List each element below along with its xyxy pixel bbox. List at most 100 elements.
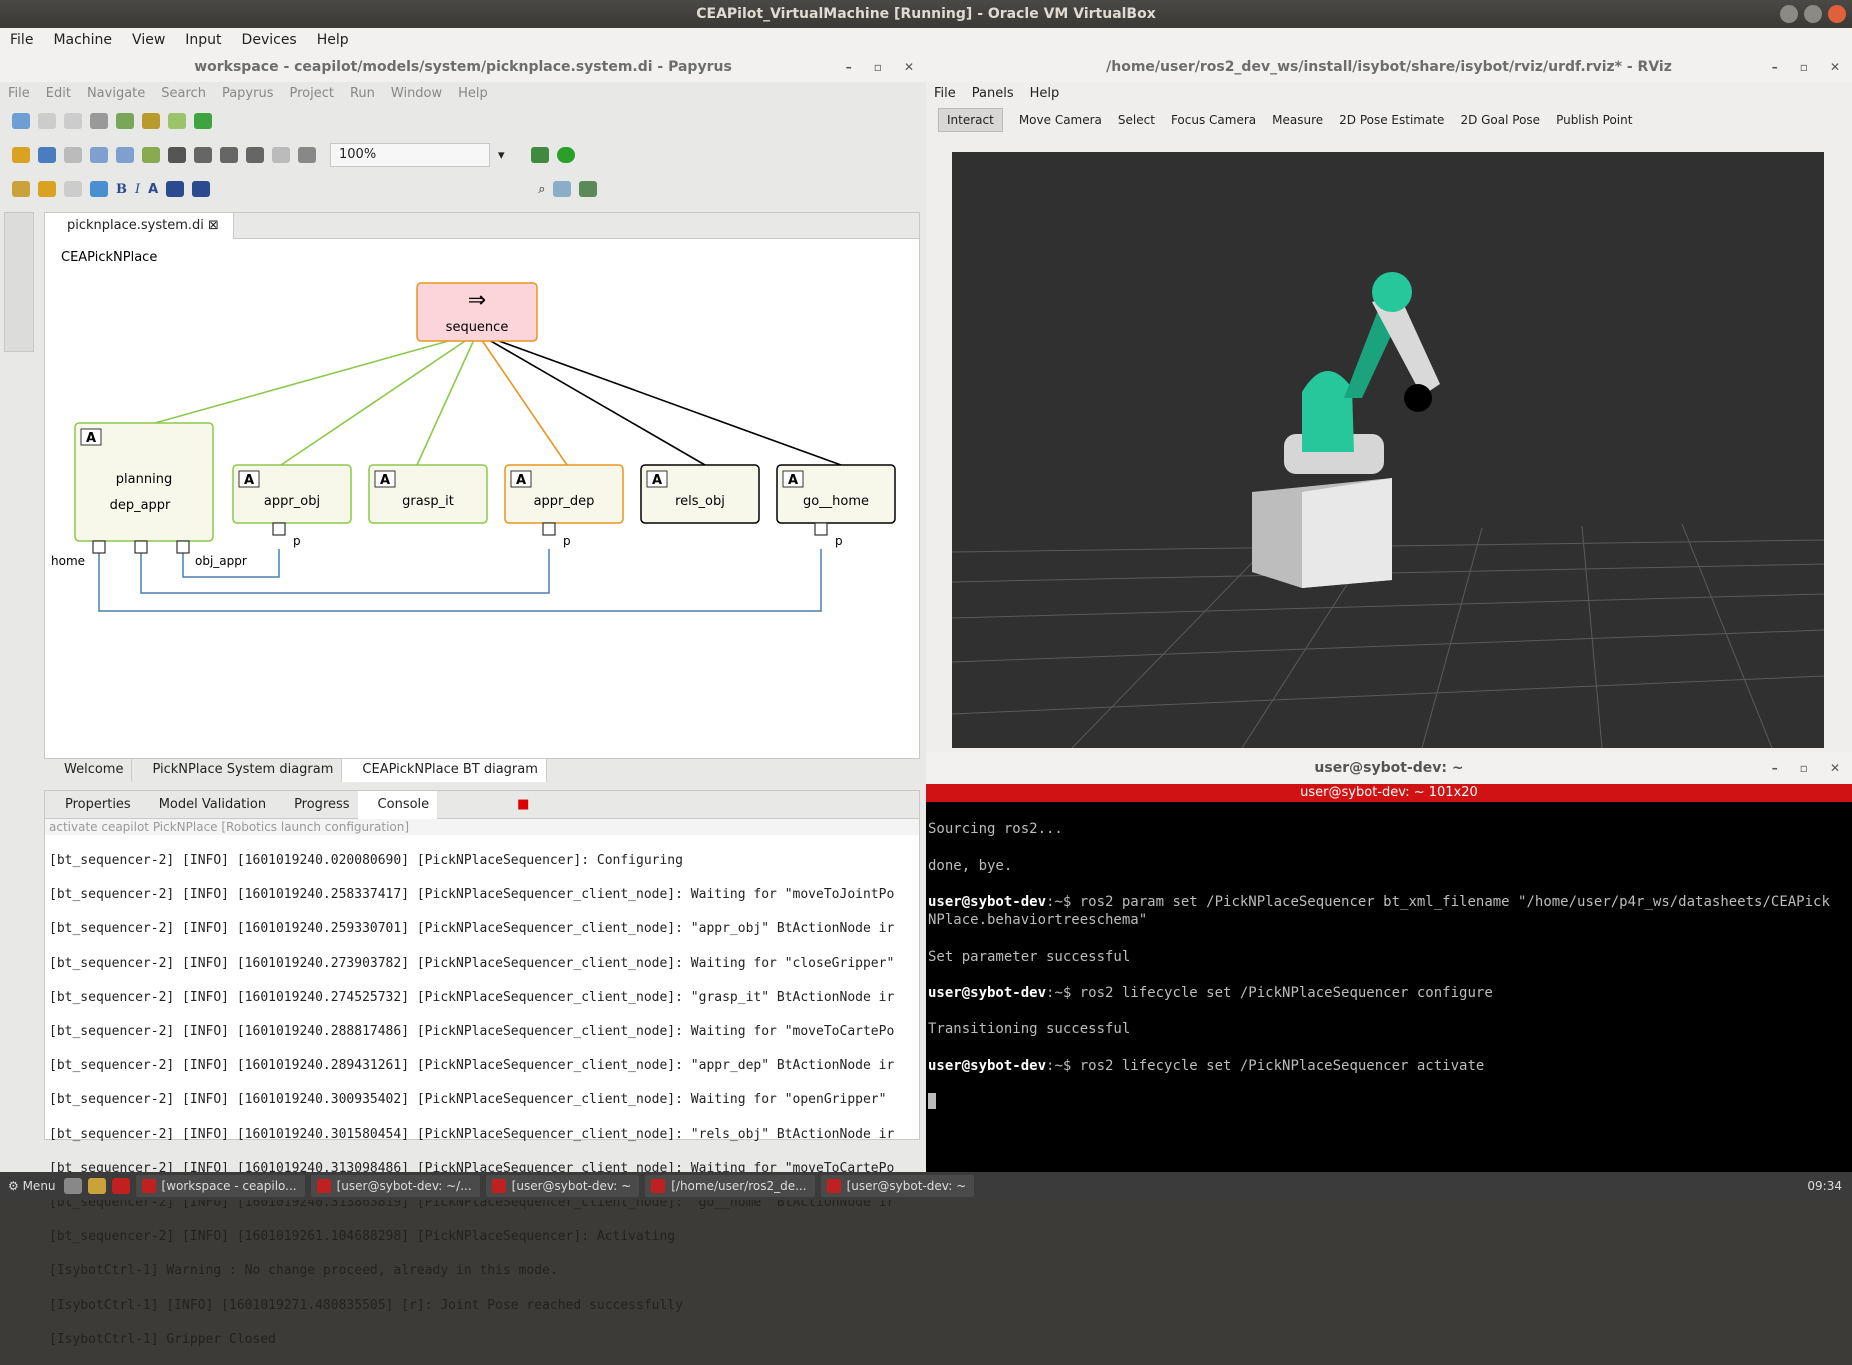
- task-terminal-2[interactable]: [user@sybot-dev: ~: [486, 1175, 640, 1197]
- black-edges: [477, 333, 841, 465]
- save-all-icon[interactable]: [64, 113, 82, 129]
- task-papyrus[interactable]: [workspace - ceapilo...: [136, 1175, 305, 1197]
- zoom-select[interactable]: 100%: [330, 143, 490, 167]
- minimize-icon[interactable]: –: [1772, 52, 1778, 82]
- minimize-icon[interactable]: –: [1772, 752, 1778, 784]
- tab-console[interactable]: Console: [358, 791, 438, 819]
- align-icon[interactable]: [90, 147, 108, 163]
- select-icon[interactable]: [194, 147, 212, 163]
- minimize-button[interactable]: [1780, 5, 1798, 23]
- tab-bt-diagram[interactable]: CEAPickNPlace BT diagram: [342, 759, 547, 782]
- rmenu-panels[interactable]: Panels: [964, 86, 1022, 101]
- run-icon[interactable]: [557, 147, 575, 163]
- tool-publish-point[interactable]: Publish Point: [1556, 113, 1632, 127]
- pmenu-project[interactable]: Project: [281, 86, 341, 101]
- tool-focus-camera[interactable]: Focus Camera: [1171, 113, 1256, 127]
- menu-button[interactable]: ⚙ Menu: [0, 1179, 64, 1193]
- rviz-3d-view[interactable]: [952, 152, 1824, 748]
- editor-tab[interactable]: picknplace.system.di ⊠: [45, 213, 234, 239]
- copy-icon[interactable]: [64, 147, 82, 163]
- export-icon[interactable]: [90, 181, 108, 197]
- snap-icon[interactable]: [272, 147, 290, 163]
- diagram-canvas[interactable]: CEAPickNPlace ⇒ sequence planning dep_ap…: [45, 243, 905, 761]
- tab-system-diagram[interactable]: PickNPlace System diagram: [132, 759, 342, 782]
- tab-progress[interactable]: Progress: [274, 797, 357, 812]
- font-color-icon[interactable]: A: [148, 182, 158, 197]
- chevron-down-icon[interactable]: ▾: [498, 148, 505, 163]
- menu-file[interactable]: File: [0, 32, 43, 48]
- terminate-icon[interactable]: ■: [497, 797, 537, 812]
- perspective-icon[interactable]: [116, 113, 134, 129]
- italic-icon[interactable]: I: [135, 182, 140, 197]
- diagram-root-label: CEAPickNPlace: [61, 250, 157, 265]
- pmenu-edit[interactable]: Edit: [38, 86, 79, 101]
- maximize-icon[interactable]: ▫: [1800, 52, 1808, 82]
- route-icon[interactable]: [220, 147, 238, 163]
- fill-color-icon[interactable]: [166, 181, 184, 197]
- rviz-window-controls: –▫ ✕: [1772, 52, 1840, 82]
- files-icon[interactable]: [64, 1178, 82, 1194]
- tab-model-validation[interactable]: Model Validation: [139, 797, 274, 812]
- arrange-icon[interactable]: [116, 147, 134, 163]
- grid-icon[interactable]: [298, 147, 316, 163]
- bold-icon[interactable]: B: [116, 182, 127, 197]
- menu-devices[interactable]: Devices: [232, 32, 307, 48]
- format-icon[interactable]: [12, 181, 30, 197]
- forward-icon[interactable]: [64, 181, 82, 197]
- resize-icon[interactable]: [246, 147, 264, 163]
- menu-machine[interactable]: Machine: [43, 32, 122, 48]
- task-terminal-3[interactable]: [user@sybot-dev: ~: [821, 1175, 975, 1197]
- maximize-button[interactable]: [1804, 5, 1822, 23]
- debug-icon[interactable]: [531, 147, 549, 163]
- arrow-icon[interactable]: [38, 147, 56, 163]
- back-icon[interactable]: [38, 181, 56, 197]
- tool-measure[interactable]: Measure: [1272, 113, 1323, 127]
- pmenu-file[interactable]: File: [0, 86, 38, 101]
- terminal-output[interactable]: Sourcing ros2... done, bye. user@sybot-d…: [926, 802, 1838, 1127]
- menu-help[interactable]: Help: [307, 32, 359, 48]
- terminal-icon[interactable]: [112, 1178, 130, 1194]
- open-type-icon[interactable]: [142, 113, 160, 129]
- tool-move-camera[interactable]: Move Camera: [1019, 113, 1102, 127]
- menu-view[interactable]: View: [122, 32, 175, 48]
- tool-2d-goal-pose[interactable]: 2D Goal Pose: [1460, 113, 1540, 127]
- task-rviz[interactable]: [/home/user/ros2_de...: [645, 1175, 814, 1197]
- maximize-icon[interactable]: ▫: [874, 52, 882, 82]
- minimize-icon[interactable]: –: [846, 52, 852, 82]
- link-icon[interactable]: [12, 147, 30, 163]
- close-icon[interactable]: ✕: [1830, 52, 1840, 82]
- new-icon[interactable]: [12, 113, 30, 129]
- folder-icon[interactable]: [88, 1178, 106, 1194]
- search-icon[interactable]: ⌕: [538, 182, 545, 197]
- pmenu-navigate[interactable]: Navigate: [79, 86, 153, 101]
- pmenu-run[interactable]: Run: [342, 86, 383, 101]
- rmenu-file[interactable]: File: [926, 86, 964, 101]
- maximize-icon[interactable]: ▫: [1800, 752, 1808, 784]
- pmenu-help[interactable]: Help: [450, 86, 496, 101]
- lines-icon[interactable]: [168, 147, 186, 163]
- pmenu-papyrus[interactable]: Papyrus: [214, 86, 282, 101]
- appr-dep-label: appr_dep: [534, 494, 595, 509]
- tab-welcome[interactable]: Welcome: [44, 759, 132, 782]
- close-button[interactable]: [1828, 5, 1846, 23]
- close-icon[interactable]: ✕: [1830, 752, 1840, 784]
- tool-2d-pose-estimate[interactable]: 2D Pose Estimate: [1339, 113, 1444, 127]
- layout-icon[interactable]: [142, 147, 160, 163]
- rmenu-help[interactable]: Help: [1022, 86, 1068, 101]
- save-icon[interactable]: [38, 113, 56, 129]
- pmenu-window[interactable]: Window: [383, 86, 450, 101]
- papyrus-icon[interactable]: [194, 113, 212, 129]
- close-icon[interactable]: ✕: [904, 52, 914, 82]
- console-output[interactable]: [bt_sequencer-2] [INFO] [1601019240.0200…: [45, 835, 919, 1365]
- line-color-icon[interactable]: [192, 181, 210, 197]
- task-terminal-1[interactable]: [user@sybot-dev: ~/...: [311, 1175, 480, 1197]
- pmenu-search[interactable]: Search: [153, 86, 214, 101]
- tab-properties[interactable]: Properties: [45, 797, 139, 812]
- tool-select[interactable]: Select: [1118, 113, 1155, 127]
- java-perspective-icon[interactable]: [579, 181, 597, 197]
- menu-input[interactable]: Input: [175, 32, 231, 48]
- print-icon[interactable]: [90, 113, 108, 129]
- perspective-papyrus-icon[interactable]: [553, 181, 571, 197]
- package-icon[interactable]: [168, 113, 186, 129]
- tool-interact[interactable]: Interact: [938, 108, 1003, 132]
